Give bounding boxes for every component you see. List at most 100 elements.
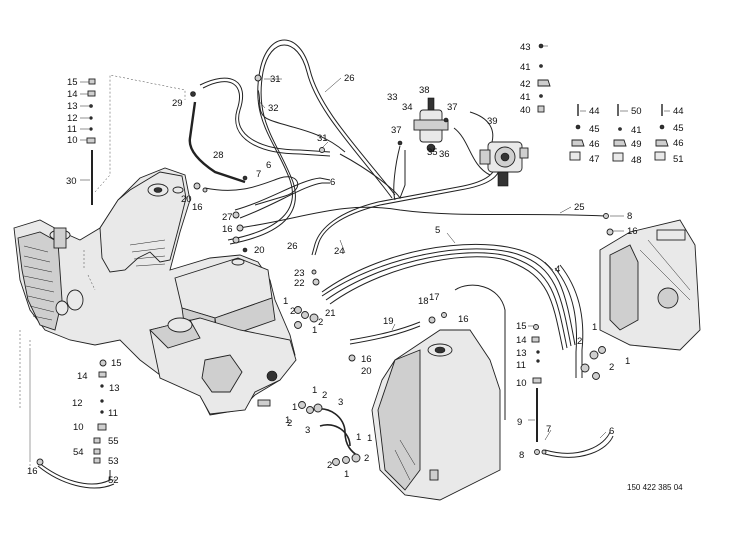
part-43 — [538, 43, 544, 49]
label-42: 42 — [520, 79, 531, 90]
label-20-top: 20 — [181, 194, 192, 205]
hose-5 — [321, 243, 576, 346]
label-14-right: 14 — [516, 335, 527, 346]
label-5: 5 — [435, 225, 440, 236]
part-41-b — [539, 94, 543, 98]
label-7-top: 7 — [256, 169, 261, 180]
label-13-lower: 13 — [109, 383, 120, 394]
hose-6-upper — [234, 177, 331, 211]
label-10-left: 10 — [67, 135, 78, 146]
label-1-f: 1 — [312, 385, 317, 396]
label-53: 53 — [108, 456, 119, 467]
pipe-28 — [188, 101, 246, 184]
washer-41-c — [618, 127, 622, 131]
label-35: 35 — [427, 147, 438, 158]
label-11-right: 11 — [516, 360, 526, 371]
hose-26 — [227, 39, 396, 241]
label-2-g: 2 — [364, 453, 369, 464]
label-26-mid: 26 — [287, 241, 298, 252]
label-3-b: 3 — [305, 425, 310, 436]
label-44-a: 44 — [589, 106, 600, 117]
label-46-b: 46 — [673, 138, 684, 149]
part-10-nut — [86, 137, 96, 144]
label-16-top: 16 — [192, 202, 203, 213]
part-41-a — [539, 64, 543, 68]
label-2-a: 2 — [290, 306, 295, 317]
label-10-right: 10 — [516, 378, 527, 389]
label-45-a: 45 — [589, 124, 600, 135]
label-2-f: 2 — [287, 418, 292, 429]
label-29: 29 — [172, 98, 183, 109]
label-55: 55 — [108, 436, 119, 447]
label-13-left: 13 — [67, 101, 78, 112]
part-14-bushing — [87, 90, 96, 97]
washer-45-b — [659, 124, 665, 130]
label-12-lower: 12 — [72, 398, 83, 409]
label-34: 34 — [402, 102, 413, 113]
label-31-mid: 31 — [317, 133, 328, 144]
block-47 — [569, 151, 581, 161]
washer-45-a — [575, 124, 581, 130]
label-49: 49 — [631, 139, 642, 150]
label-12-left: 12 — [67, 113, 78, 124]
label-51: 51 — [673, 154, 684, 165]
label-8-top: 8 — [627, 211, 632, 222]
label-9: 9 — [517, 417, 522, 428]
label-16-right: 16 — [627, 226, 638, 237]
label-6-top: 6 — [266, 160, 271, 171]
label-19: 19 — [383, 316, 394, 327]
label-15-lower: 15 — [111, 358, 122, 369]
label-33: 33 — [387, 92, 398, 103]
label-41-a: 41 — [520, 62, 531, 73]
label-27: 27 — [222, 212, 233, 223]
label-37-b: 37 — [391, 125, 402, 136]
label-2-d: 2 — [609, 362, 614, 373]
label-43: 43 — [520, 42, 531, 53]
label-37-a: 37 — [447, 102, 458, 113]
label-13-right: 13 — [516, 348, 527, 359]
hose-from-valve — [393, 145, 401, 201]
label-25: 25 — [574, 202, 585, 213]
block-48 — [612, 152, 624, 162]
label-41-b: 41 — [520, 92, 531, 103]
block-51 — [654, 151, 666, 161]
label-1-d: 1 — [625, 356, 630, 367]
hose-19 — [349, 321, 421, 341]
label-4: 4 — [555, 264, 560, 275]
label-1-i: 1 — [367, 433, 372, 444]
label-24: 24 — [334, 246, 345, 257]
label-16-mid2: 16 — [361, 354, 372, 365]
label-2-b: 2 — [318, 317, 323, 328]
label-1-b: 1 — [312, 325, 317, 336]
hose-7 — [204, 176, 298, 206]
hose-32 — [199, 77, 331, 153]
label-2-e: 2 — [322, 390, 327, 401]
label-26-top: 26 — [344, 73, 355, 84]
label-15-right: 15 — [516, 321, 527, 332]
label-7-right: 7 — [546, 424, 551, 435]
top-hose-bundle — [188, 39, 606, 256]
label-30: 30 — [66, 176, 77, 187]
label-8-right: 8 — [519, 450, 524, 461]
label-20-mid: 20 — [254, 245, 265, 256]
label-6-mid: 6 — [330, 177, 335, 188]
pipe-3 — [311, 408, 359, 457]
left-tank-assembly — [13, 74, 297, 470]
label-11-left: 11 — [67, 124, 77, 135]
hose-52 — [37, 461, 111, 485]
label-16-lower: 16 — [27, 466, 38, 477]
label-17: 17 — [429, 292, 440, 303]
label-48: 48 — [631, 155, 642, 166]
label-16-mid: 16 — [222, 224, 233, 235]
label-14-lower: 14 — [77, 371, 88, 382]
label-41-c: 41 — [631, 125, 642, 136]
hose-39 — [469, 111, 494, 143]
label-1-e: 1 — [292, 402, 297, 413]
label-14-left: 14 — [67, 89, 78, 100]
callout-labels: 15 14 13 12 11 10 30 29 28 31 32 26 31 7… — [27, 42, 684, 486]
label-50: 50 — [631, 106, 642, 117]
left-fastener-stack — [80, 78, 96, 205]
label-28: 28 — [213, 150, 224, 161]
hose-6-lower — [544, 431, 611, 454]
clip-46-a — [571, 139, 585, 147]
